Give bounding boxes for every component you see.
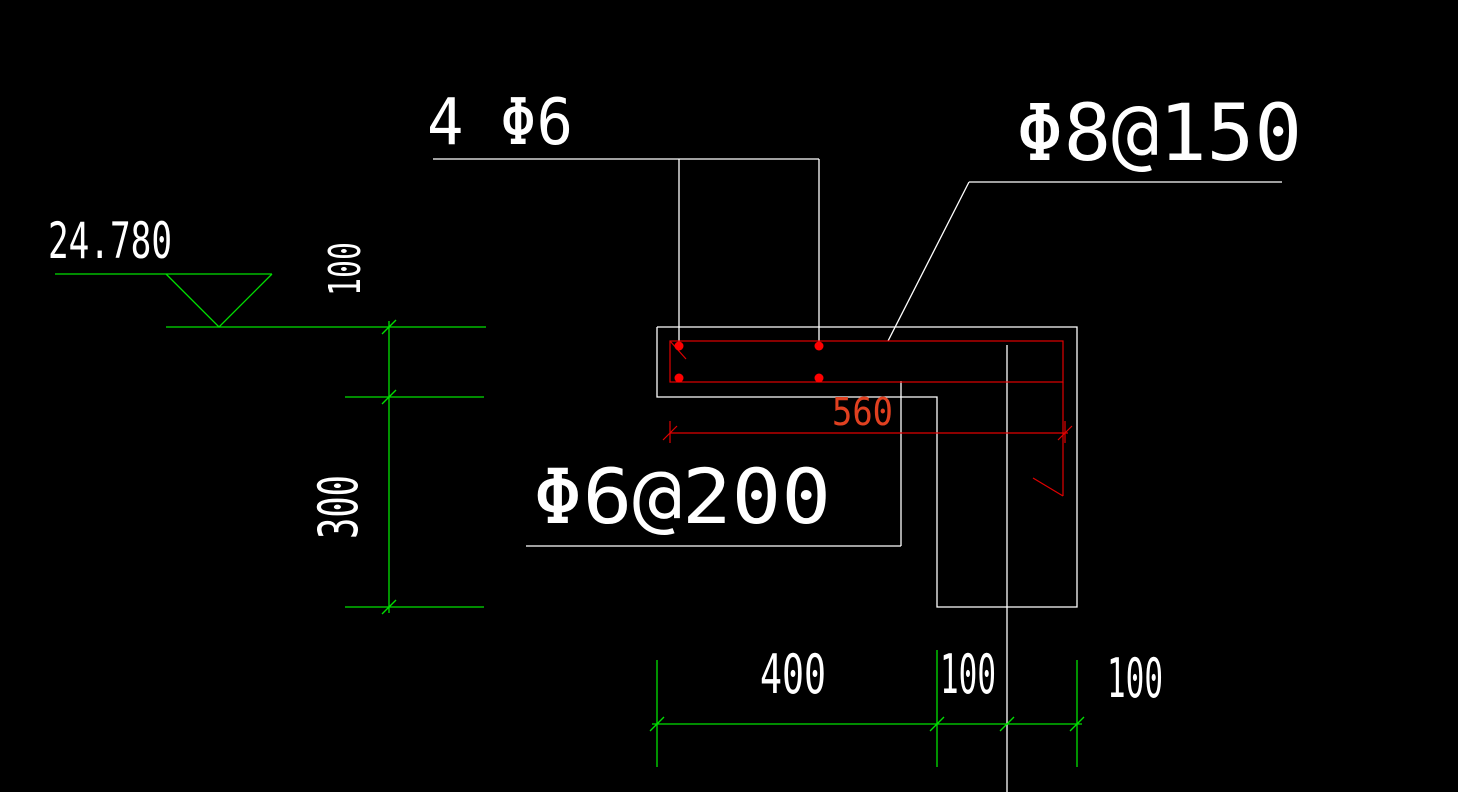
label-elevation: 24.780 <box>48 212 172 270</box>
label-top-bars: 4 Φ6 <box>427 86 573 160</box>
leader-lower-rebar <box>526 381 902 547</box>
elevation-marker <box>55 273 486 328</box>
leader-upper-rebar <box>887 181 1282 342</box>
vertical-dimension-chain <box>345 319 484 615</box>
label-upper-rebar: Φ8@150 <box>1016 89 1302 179</box>
rebar-dot <box>814 341 824 351</box>
dim-vertical-top: 100 <box>320 242 371 296</box>
leader-top-bars <box>433 158 820 346</box>
dim-horizontal-1: 400 <box>760 643 826 706</box>
rebar-dot <box>674 341 684 351</box>
rebar-dot <box>674 373 684 383</box>
section-outline <box>656 326 1078 608</box>
rebar-dots <box>674 341 824 383</box>
dim-horizontal-2: 100 <box>940 643 996 706</box>
horizontal-dimension-chain <box>649 650 1085 767</box>
label-rebar-length: 560 <box>832 390 893 434</box>
label-lower-rebar: Φ6@200 <box>533 452 831 541</box>
rebar-dot <box>814 373 824 383</box>
dim-horizontal-3: 100 <box>1107 647 1163 710</box>
rebar-length-dimension <box>662 421 1073 443</box>
dim-vertical-main: 300 <box>307 475 370 539</box>
